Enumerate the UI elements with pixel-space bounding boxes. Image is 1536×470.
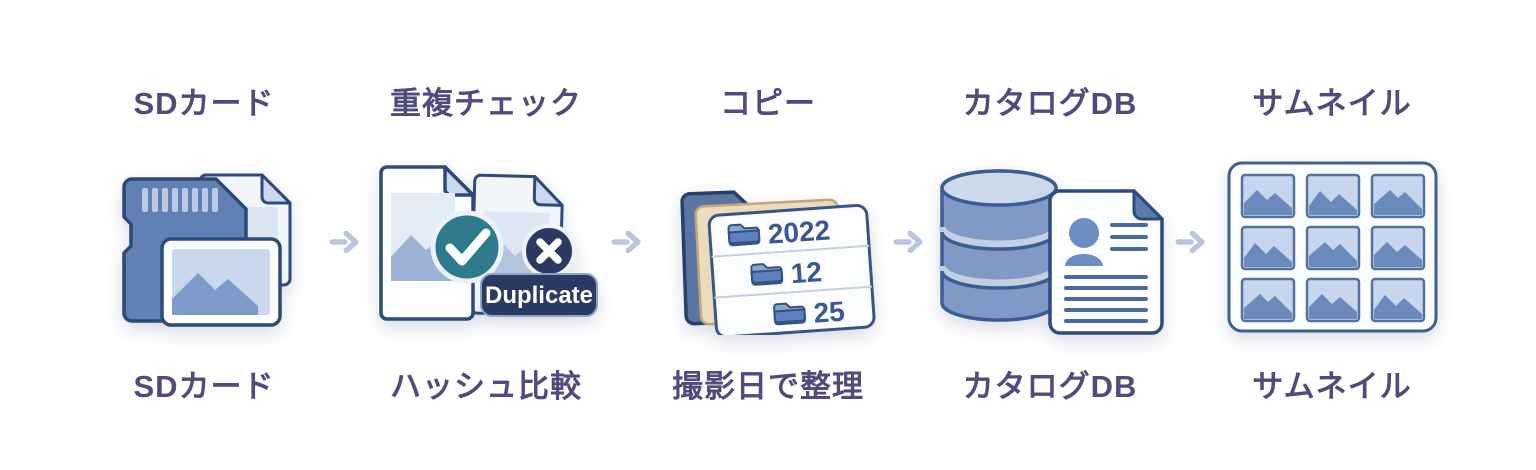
stage-duplicate-check-top-label: 重複チェック	[390, 86, 582, 121]
stage-copy-icon-area: 2022 12 25	[656, 159, 881, 335]
flow-arrow-icon	[1175, 230, 1205, 254]
thumbnail-grid	[1240, 173, 1425, 323]
date-card: 2022 12 25	[707, 203, 876, 335]
photo-frame-front	[160, 237, 282, 327]
x-badge-icon	[522, 224, 576, 278]
arrow-cell-4	[1174, 0, 1208, 262]
folder-month-label: 12	[789, 256, 822, 289]
stage-catalog-db-icon-area	[930, 159, 1170, 335]
duplicate-badge: Duplicate	[480, 273, 598, 317]
folder-row-day: 25	[772, 296, 845, 329]
stage-catalog-db: カタログDB	[926, 0, 1174, 406]
check-badge-icon	[430, 210, 504, 284]
thumbnail-grid-icon	[1227, 161, 1437, 333]
stage-thumbnails-bottom-label: サムネイル	[1252, 369, 1412, 404]
stage-catalog-db-top-label: カタログDB	[962, 86, 1138, 121]
arrow-cell-1	[328, 0, 362, 262]
duplicate-files-icon: Duplicate	[379, 165, 598, 321]
arrow-cell-3	[892, 0, 926, 262]
date-folders-icon: 2022 12 25	[679, 190, 876, 335]
folder-row-year: 2022	[726, 214, 831, 250]
sd-card-photos-icon	[122, 173, 292, 327]
flow-arrow-icon	[611, 230, 641, 254]
folder-day-label: 25	[812, 296, 845, 329]
stage-copy-bottom-label: 撮影日で整理	[672, 369, 864, 404]
stage-duplicate-check: 重複チェック	[362, 0, 610, 406]
folder-row-month: 12	[749, 256, 822, 289]
folder-year-label: 2022	[766, 214, 830, 249]
arrow-cell-2	[610, 0, 644, 262]
database-cylinder	[938, 169, 1060, 322]
duplicate-badge-label: Duplicate	[485, 282, 593, 309]
record-lines	[1064, 223, 1148, 323]
stage-sd-card: SDカード	[80, 0, 328, 406]
stage-thumbnails-icon-area	[1226, 159, 1439, 335]
database-record-icon	[938, 169, 1164, 335]
person-icon	[1065, 218, 1103, 266]
stage-duplicate-check-icon-area: Duplicate	[371, 159, 601, 335]
stage-duplicate-check-bottom-label: ハッシュ比較	[390, 369, 582, 404]
flow-arrow-icon	[329, 230, 359, 254]
stage-copy: コピー	[644, 0, 892, 406]
stage-catalog-db-bottom-label: カタログDB	[962, 369, 1138, 404]
sd-card-pins	[142, 188, 218, 212]
stage-thumbnails: サムネイル	[1208, 0, 1456, 406]
stage-sd-card-icon-area	[104, 159, 304, 335]
record-document	[1048, 189, 1164, 335]
stage-thumbnails-top-label: サムネイル	[1252, 86, 1412, 121]
stage-copy-top-label: コピー	[720, 86, 816, 121]
flow-arrow-icon	[893, 230, 923, 254]
stage-sd-card-bottom-label: SDカード	[133, 369, 275, 404]
stage-sd-card-top-label: SDカード	[133, 86, 275, 121]
